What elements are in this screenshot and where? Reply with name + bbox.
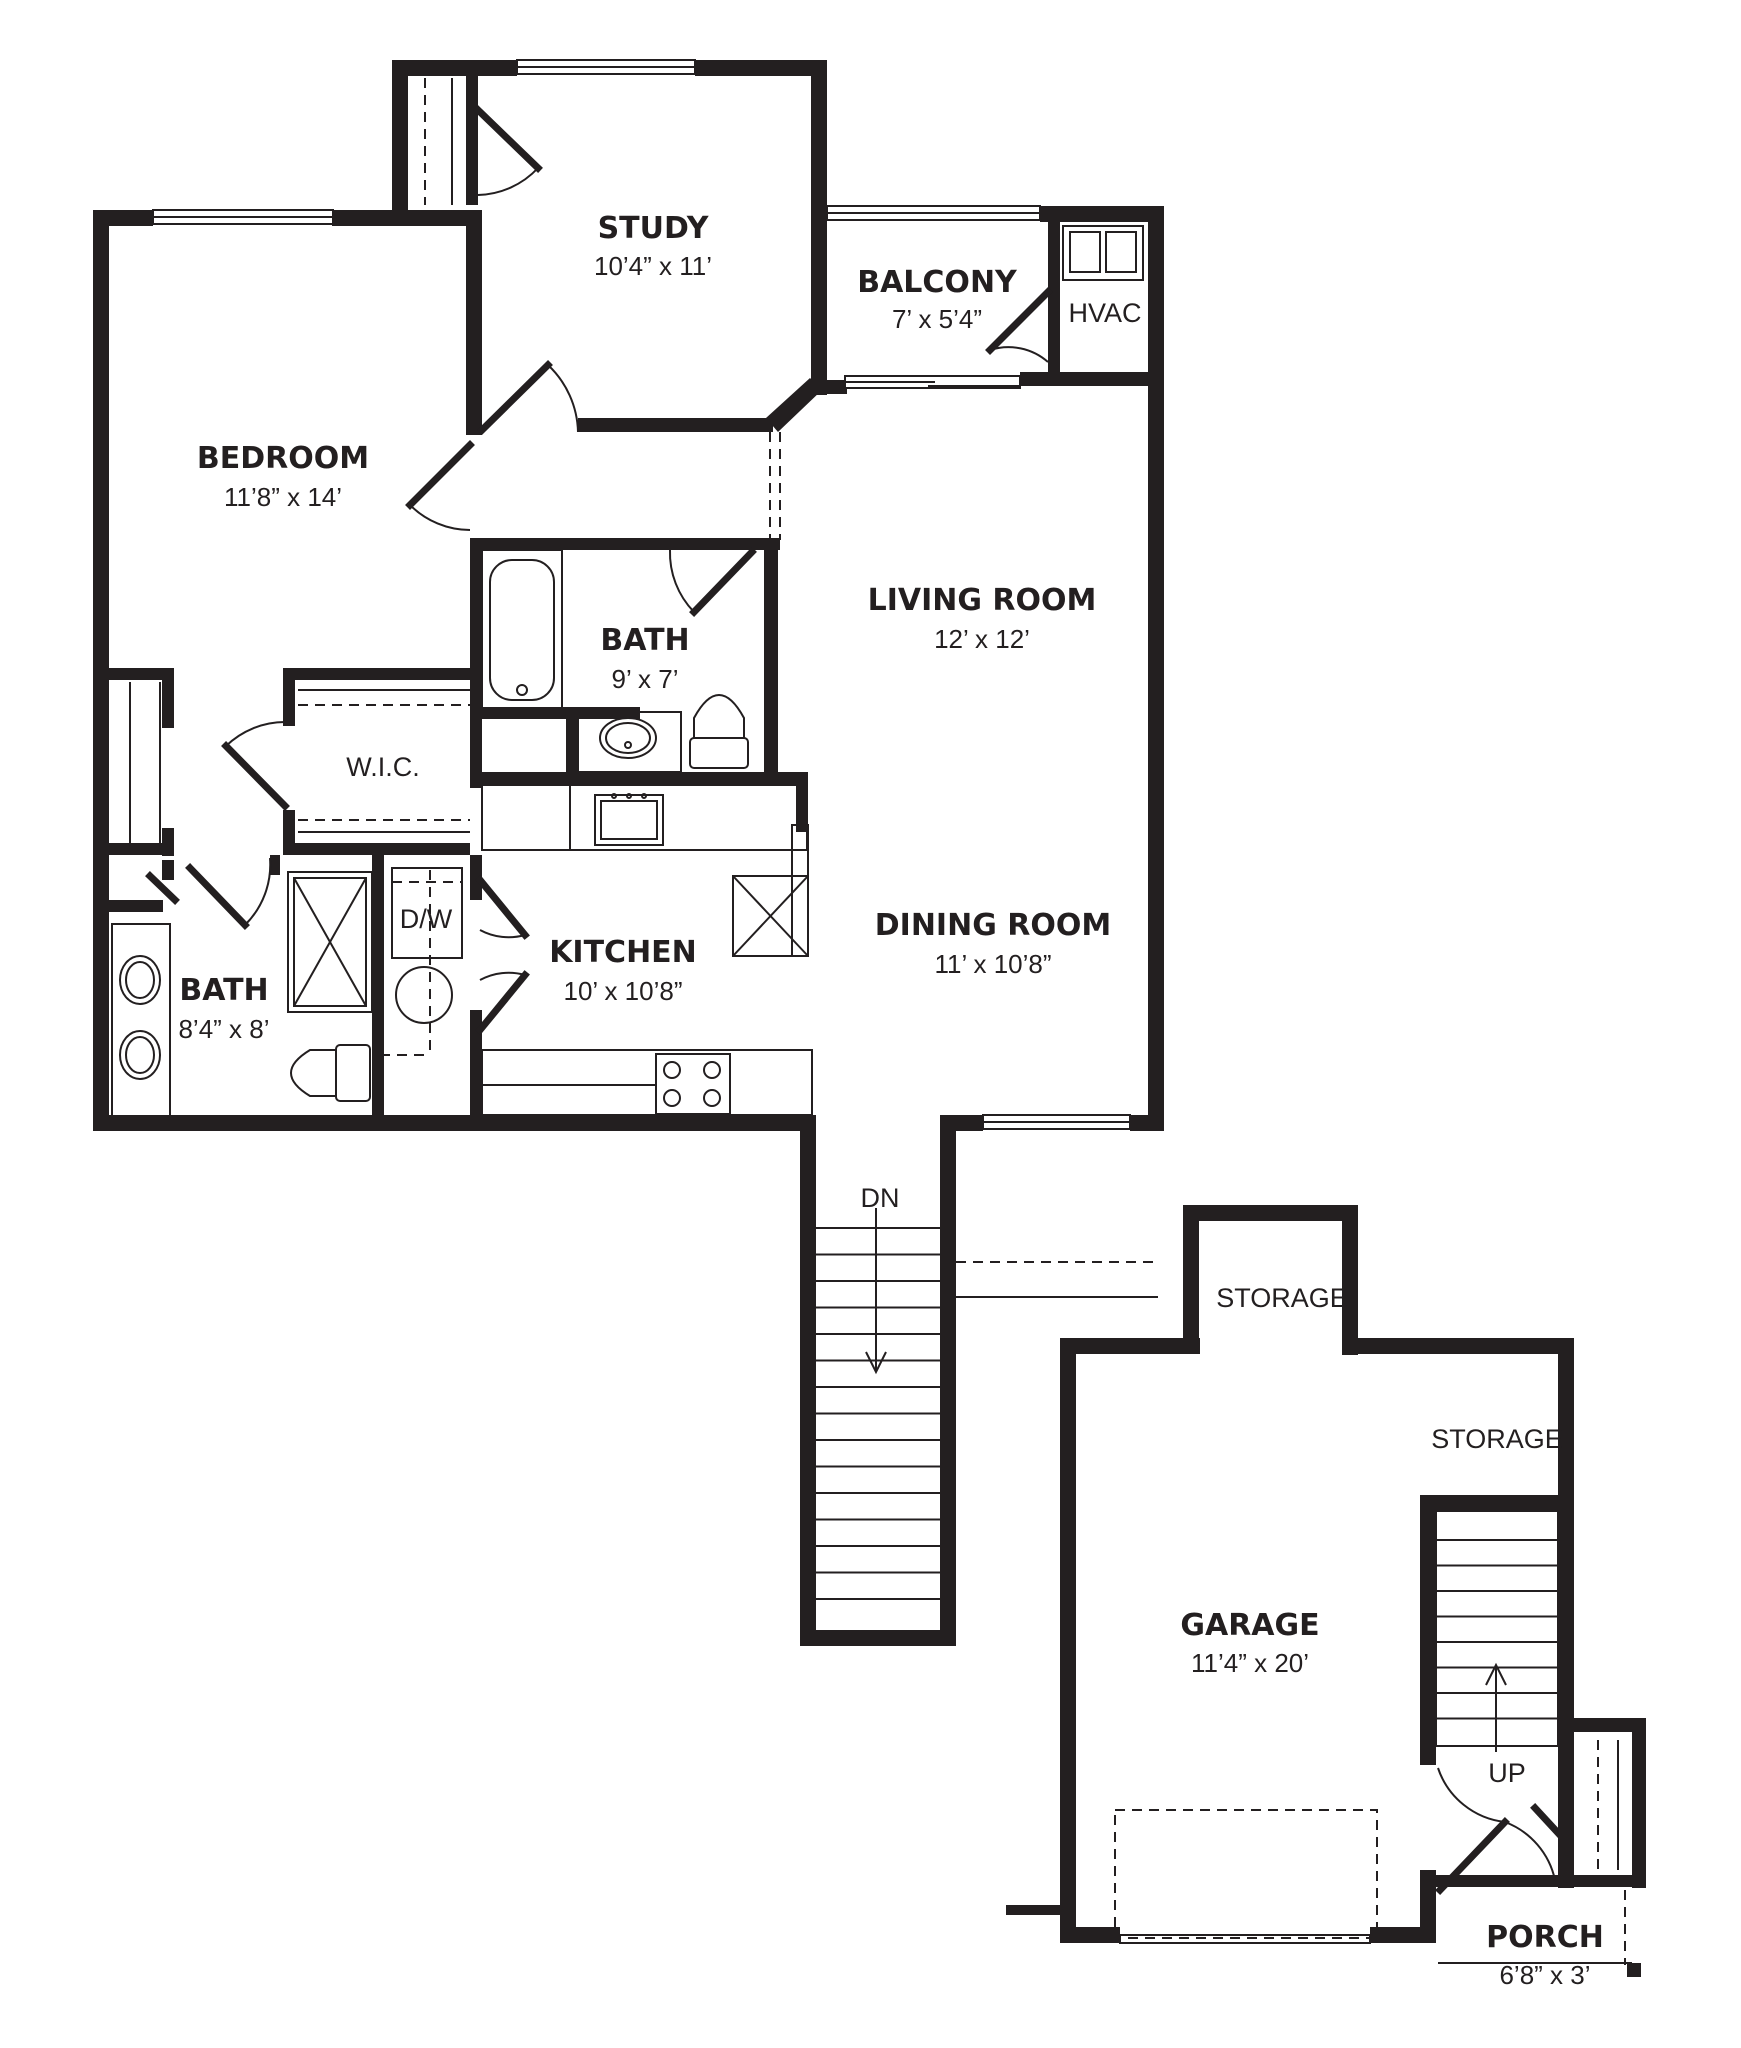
windows xyxy=(152,59,1131,1130)
stairwell-down xyxy=(800,1115,956,1646)
kitchen-name: KITCHEN xyxy=(549,935,697,970)
garage-dims: 11’4” x 20’ xyxy=(1191,1648,1309,1678)
bath1-name: BATH xyxy=(600,623,689,658)
dining-room-dims: 11’ x 10’8” xyxy=(934,949,1051,979)
garage-walls xyxy=(1006,1205,1646,1977)
upper-unit-walls xyxy=(93,60,1164,1131)
porch-dims: 6’8” x 3’ xyxy=(1499,1960,1590,1990)
stairs-up-label: UP xyxy=(1488,1758,1526,1788)
garage-name: GARAGE xyxy=(1180,1608,1319,1643)
dining-room-name: DINING ROOM xyxy=(875,908,1111,943)
garage-door xyxy=(1119,1934,1371,1944)
bedroom-dims: 11’8” x 14’ xyxy=(224,482,342,512)
study-dims: 10’4” x 11’ xyxy=(594,251,712,281)
bath1-dims: 9’ x 7’ xyxy=(612,664,679,694)
room-labels: STUDY 10’4” x 11’ BALCONY 7’ x 5’4” HVAC… xyxy=(178,211,1603,1990)
bedroom-name: BEDROOM xyxy=(197,441,369,476)
bath2-dims: 8’4” x 8’ xyxy=(178,1014,269,1044)
fixtures xyxy=(111,78,1619,1870)
garage-car-outline xyxy=(1114,1809,1378,1939)
stairs-down-label: DN xyxy=(861,1183,900,1213)
hvac-label: HVAC xyxy=(1068,298,1141,328)
bath2-name: BATH xyxy=(179,973,268,1008)
living-room-name: LIVING ROOM xyxy=(868,583,1097,618)
stairwell-up xyxy=(1435,1510,1559,1752)
dishwasher-label: D/W xyxy=(400,904,453,934)
kitchen-dims: 10’ x 10’8” xyxy=(564,976,683,1006)
wic-label: W.I.C. xyxy=(346,752,420,782)
porch-name: PORCH xyxy=(1486,1920,1604,1955)
balcony-name: BALCONY xyxy=(857,265,1018,300)
living-room-dims: 12’ x 12’ xyxy=(934,624,1030,654)
balcony-dims: 7’ x 5’4” xyxy=(892,304,982,334)
storage-lower-label: STORAGE xyxy=(1431,1424,1563,1454)
study-name: STUDY xyxy=(598,211,710,246)
storage-upper-label: STORAGE xyxy=(1216,1283,1348,1313)
doors xyxy=(129,105,1565,1895)
